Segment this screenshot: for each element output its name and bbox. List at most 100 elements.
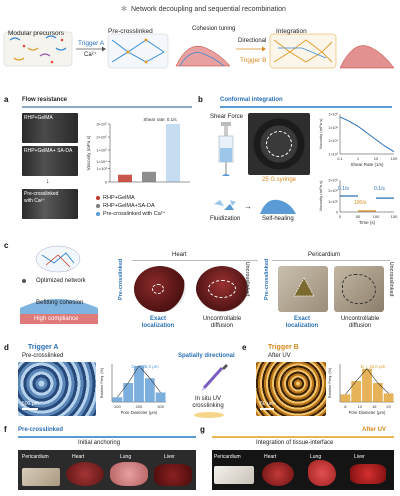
legend-swatch-2-icon <box>96 204 100 208</box>
chart-d-ylabel: Relative Freq. (%) <box>100 367 104 398</box>
chart-e-fit <box>345 368 389 395</box>
f-organ-1 <box>22 468 60 486</box>
peri-diffusion-label: Uncontrollable diffusion <box>340 316 380 329</box>
panel-g-subtitle: Integration of tissue-interface <box>256 440 334 446</box>
chart-d-xlabel: Pore Diameter (μm) <box>121 410 158 415</box>
scale-bar-b <box>260 408 274 410</box>
peri-triangle-icon <box>293 277 315 297</box>
heart-title-bar <box>132 260 258 261</box>
self-healing-icon <box>260 199 296 214</box>
g-organ-1 <box>214 466 254 484</box>
chart-b2-ytick-label: 0 <box>336 211 338 215</box>
chart-d-fit <box>117 365 161 398</box>
chart-d-bar <box>144 378 155 402</box>
f-label-4: Liver <box>164 454 175 460</box>
uv-target-icon <box>194 412 224 418</box>
panel-b-bar <box>220 106 392 108</box>
stage-cohesion: Cohesion tuning <box>192 26 236 32</box>
fluidization-icon <box>214 200 236 210</box>
photo-rhp-gelma-sada <box>22 146 78 176</box>
heart-photo-unc-ring-icon <box>208 280 236 298</box>
panel-a-bar <box>22 106 192 108</box>
chart-a-ytick-label: 3×10⁵ <box>96 122 107 127</box>
integration-box <box>269 33 337 69</box>
f-organ-4 <box>154 464 192 486</box>
legend-item-3: Pre-crosslinked with Ca²⁺ <box>96 210 166 218</box>
panel-a-title: Flow resistance <box>22 97 68 103</box>
heart-unc-label: Uncrosslinked <box>244 262 250 297</box>
chart-b1-xtick-label: 10 <box>374 156 379 161</box>
chart-b2-ylabel: Viscosity (mPa s) <box>318 180 323 211</box>
header-title-icon: ✻ <box>121 6 127 13</box>
rate-low-2: 0.1/s <box>374 186 385 192</box>
g-organ-2 <box>262 462 294 486</box>
peri-pre-label: Pre-crosslinked <box>264 258 270 300</box>
stage-trigger-a: Trigger A <box>78 40 105 47</box>
chart-d-bar <box>134 365 144 402</box>
peri-exact-label: Exact localization <box>285 316 319 329</box>
g-label-1: Pericardium <box>214 454 241 460</box>
heart-pre-label: Pre-crosslinked <box>118 258 124 300</box>
befitting-label: Befitting cohesion <box>36 300 84 306</box>
g-label-2: Heart <box>264 454 277 460</box>
chart-a-bar <box>166 124 180 182</box>
chart-b2-xtick-label: 0 <box>339 214 342 219</box>
fluidization-label: Fluidization <box>210 216 241 222</box>
f-organ-3 <box>110 462 148 486</box>
panel-e-subtitle: After UV <box>268 353 291 359</box>
chart-b2-ytick-label: 1×10⁵ <box>328 200 338 204</box>
panel-d-subtitle: Pre-crosslinked <box>22 353 64 359</box>
panel-d-letter: d <box>4 343 9 352</box>
chart-b2-ytick-label: 3×10⁵ <box>328 179 338 183</box>
chart-e-ylabel: Relative Freq. (%) <box>328 367 332 398</box>
stage-modular: Modular precursors <box>8 30 64 37</box>
chart-d-xtick-label: 100 <box>114 404 121 409</box>
peri-unc-blob-icon <box>342 274 376 304</box>
photo-arrow-icon: ↓ <box>46 178 50 185</box>
legend-label-2: RHP+GelMA+SA-DA <box>103 202 155 209</box>
fluid-arrow-icon: → <box>244 202 252 211</box>
chart-a-ytick-label: 1×10⁵ <box>96 148 107 153</box>
header-schematic <box>3 31 395 69</box>
heart-diffusion-label: Uncontrollable diffusion <box>202 316 242 329</box>
rate-low-1: 0.1/s <box>338 186 349 192</box>
stage-integration: Integration <box>276 28 307 35</box>
chart-b1-line <box>339 116 395 153</box>
chart-d-xtick-label: 200 <box>136 404 143 409</box>
chart-e-xtick-label: 16 <box>372 404 377 409</box>
photo-precrosslinked <box>22 189 78 219</box>
chart-d-bar <box>123 383 134 402</box>
panel-c-letter: c <box>4 241 9 250</box>
photo-label-1: RHP+GelMA <box>24 115 53 121</box>
cohesion-schematic <box>20 299 98 324</box>
shear-force-label: Shear Force <box>210 114 244 120</box>
syringe-label: 25 G syringe <box>262 177 297 183</box>
chart-b2-ytick-label: 2×10⁵ <box>328 189 338 193</box>
chart-e-bar <box>383 393 394 402</box>
chart-a-ytick-label: 0 <box>105 180 108 185</box>
chart-e-xtick-label: 20 <box>386 404 391 409</box>
photo-label-2: RHP+GelMA+ SA-DA <box>24 148 73 154</box>
pericardium-title: Pericardium <box>308 252 341 258</box>
chart-e-annotation: D = 15.0 μm <box>361 364 386 369</box>
f-label-2: Heart <box>72 454 85 460</box>
scale-bar-a <box>22 408 38 410</box>
chart-e-bar <box>362 368 372 402</box>
chart-a-ylabel: Viscosity (mPa s) <box>86 135 91 170</box>
chart-e-xtick-label: 8 <box>344 404 347 409</box>
f-organ-2 <box>66 462 104 486</box>
optimized-label: Optimized network <box>36 278 86 284</box>
chart-a-bar <box>118 174 132 182</box>
chart-b1-ytick-label: 1×10⁶ <box>328 113 338 117</box>
legend-swatch-3-icon <box>96 212 100 216</box>
chart-b2-xtick-label: 150 <box>391 214 398 219</box>
panel-g-bar <box>212 436 394 438</box>
chart-b1-ytick-label: 1×10⁵ <box>328 126 338 130</box>
spatial-label: Spatially directional <box>178 353 235 359</box>
g-label-4: Liver <box>354 454 365 460</box>
g-label-3: Lung <box>310 454 322 460</box>
precrosslinked-box <box>107 33 169 69</box>
